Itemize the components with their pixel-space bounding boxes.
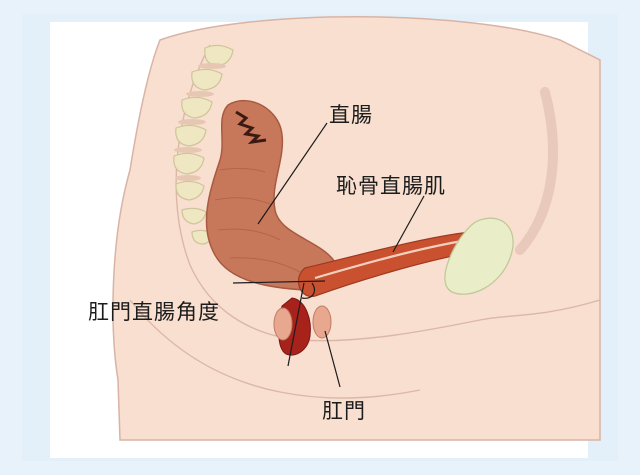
abdominal-wall [515, 87, 558, 255]
label-puborectalis: 恥骨直腸肌 [336, 174, 446, 198]
anal-sphincter-left [273, 307, 293, 341]
body-silhouette [112, 16, 601, 441]
leader-anus [324, 330, 341, 388]
label-anus: 肛門 [322, 399, 366, 423]
pubic-bone [444, 217, 514, 295]
label-rectum: 直腸 [329, 103, 373, 127]
muscle-fiber [314, 238, 469, 280]
leader-rectum [257, 122, 328, 225]
leader-puborectalis [392, 195, 425, 253]
angle-line-vertical [287, 282, 305, 367]
angle-line-horizontal [232, 280, 326, 284]
spine-discs [174, 63, 226, 181]
rectum-opening [235, 110, 267, 145]
buttock-curve [129, 299, 421, 399]
angle-arc [301, 282, 315, 299]
rectum-folds [214, 167, 301, 273]
spine [173, 44, 234, 245]
anal-sphincter-right [312, 305, 332, 339]
label-anorectal-angle: 肛門直腸角度 [88, 300, 220, 324]
